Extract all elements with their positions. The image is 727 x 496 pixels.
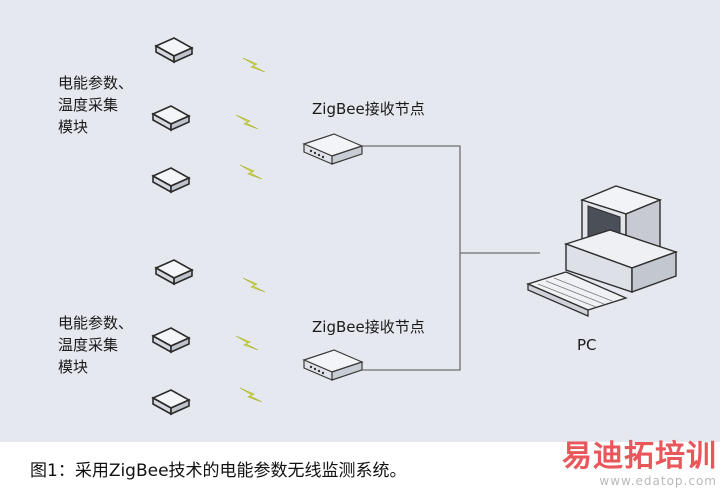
pc-icon [526, 185, 679, 317]
watermark-url: www.edatop.com [599, 474, 717, 488]
watermark-logo-text: 易迪拓培训 [562, 439, 717, 474]
pc-label: PC [577, 336, 597, 354]
wired-connection [362, 145, 540, 371]
watermark-logo: 易迪拓培训 www.edatop.com [562, 439, 717, 489]
module-group-label: 电能参数、 温度采集 模块 [58, 314, 138, 376]
receiver-node-label: ZigBee接收节点 [312, 318, 425, 336]
module-group-label: 电能参数、 温度采集 模块 [58, 74, 138, 136]
receiver-node-label: ZigBee接收节点 [312, 100, 425, 118]
figure-caption: 图1：采用ZigBee技术的电能参数无线监测系统。 [30, 461, 407, 481]
